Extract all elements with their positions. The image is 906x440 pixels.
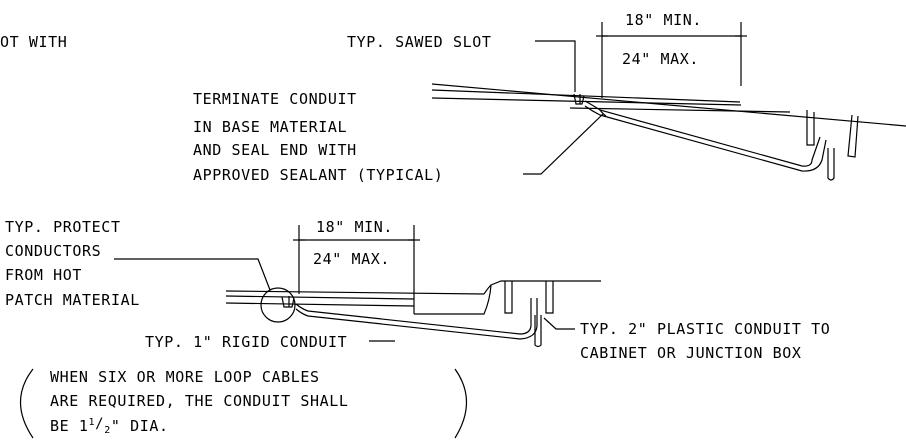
protect-circle <box>260 287 296 323</box>
protect-leader <box>114 258 271 291</box>
terminate-line-4: APPROVED SEALANT (TYPICAL) <box>193 166 443 184</box>
sawed-slot-leader <box>535 40 576 92</box>
top-pavement <box>431 83 906 127</box>
bottom-detail: TYP. PROTECT CONDUCTORS FROM HOT PATCH M… <box>5 218 830 439</box>
bottom-pavement <box>225 280 601 315</box>
top-dim-min-label: 18" MIN. <box>625 11 702 29</box>
note-line-3: BE 11/2" DIA. <box>50 416 169 436</box>
plastic-conduit-line-2: CABINET OR JUNCTION BOX <box>580 344 802 362</box>
protect-line-3: FROM HOT <box>5 266 82 284</box>
bottom-risers <box>504 281 554 348</box>
protect-line-2: CONDUCTORS <box>5 242 101 260</box>
top-detail: TYP. SAWED SLOT 18" MIN. 24" MAX. <box>193 11 906 184</box>
bottom-dim-max-label: 24" MAX. <box>313 250 390 268</box>
top-rigid-conduit <box>584 100 827 172</box>
protect-line-1: TYP. PROTECT <box>5 218 121 236</box>
rigid-conduit-label: TYP. 1" RIGID CONDUIT <box>145 333 347 351</box>
top-dim-max-label: 24" MAX. <box>622 50 699 68</box>
note-right-paren <box>454 368 467 439</box>
top-dimension: 18" MIN. 24" MAX. <box>596 11 747 98</box>
note-line-2: ARE REQUIRED, THE CONDUIT SHALL <box>50 392 349 410</box>
cable-note: WHEN SIX OR MORE LOOP CABLES ARE REQUIRE… <box>20 368 467 439</box>
terminate-line-1: TERMINATE CONDUIT <box>193 90 357 108</box>
top-left-fragment-label: OT WITH <box>0 33 67 51</box>
protect-line-4: PATCH MATERIAL <box>5 291 140 309</box>
top-risers <box>806 110 859 181</box>
sawed-slot-label: TYP. SAWED SLOT <box>347 33 491 51</box>
note-left-paren <box>20 368 34 439</box>
bottom-rigid-conduit <box>295 298 538 340</box>
note-line-1: WHEN SIX OR MORE LOOP CABLES <box>50 368 320 386</box>
terminate-leader <box>523 113 604 175</box>
bottom-dimension: 18" MIN. 24" MAX. <box>293 218 420 294</box>
terminate-line-2: IN BASE MATERIAL <box>193 118 347 136</box>
plastic-conduit-leader <box>543 317 575 330</box>
terminate-line-3: AND SEAL END WITH <box>193 141 357 159</box>
plastic-conduit-line-1: TYP. 2" PLASTIC CONDUIT TO <box>580 320 830 338</box>
bottom-dim-min-label: 18" MIN. <box>316 218 393 236</box>
